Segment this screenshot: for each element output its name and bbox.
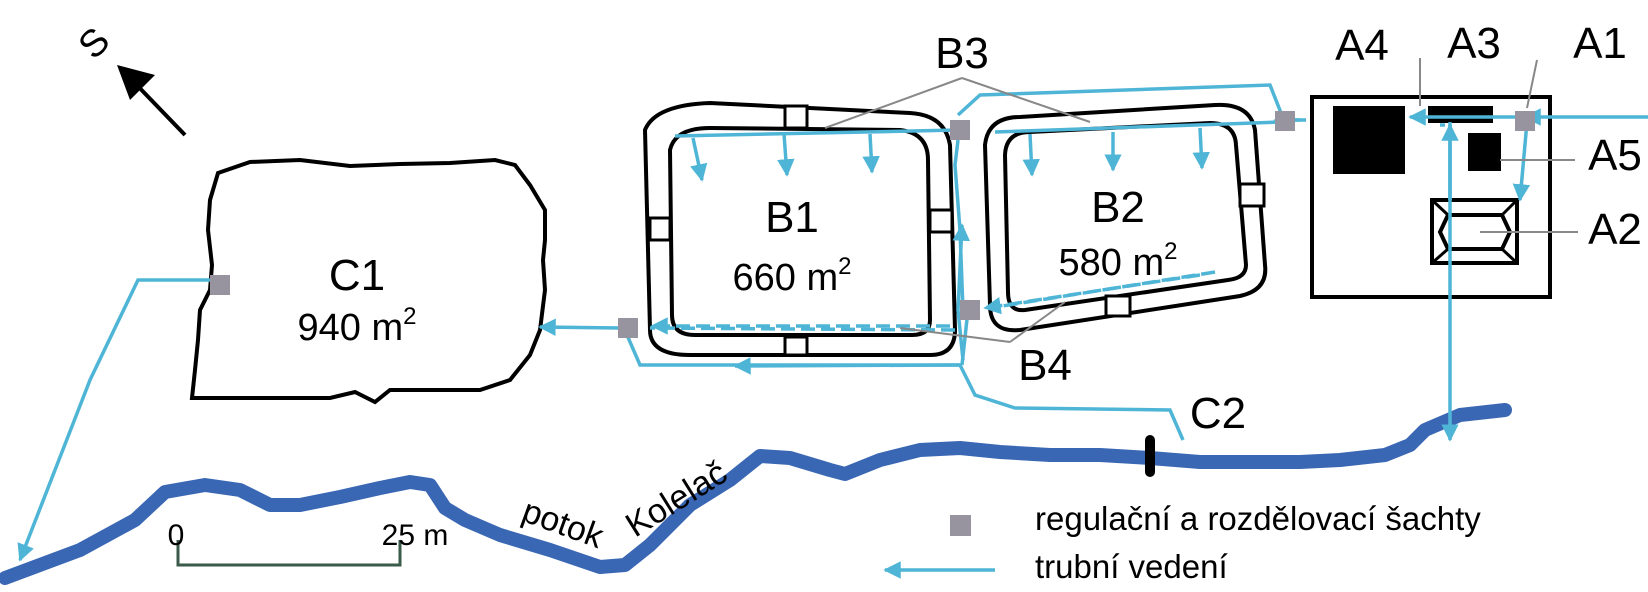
object-a5-block <box>1468 133 1501 171</box>
shaft-a1 <box>1515 111 1535 131</box>
shaft-b4-right <box>960 300 980 320</box>
object-a3-block <box>1428 106 1493 123</box>
pipe-network <box>17 83 1648 562</box>
label-a3: A3 <box>1447 19 1501 68</box>
object-a4-block <box>1333 106 1405 174</box>
shaft-c1 <box>210 275 230 295</box>
pond-c1 <box>189 157 548 405</box>
scale-start-label: 0 <box>168 519 185 552</box>
leader-lines <box>824 58 1578 343</box>
area-c1: 940 m2 <box>298 303 417 349</box>
label-a4: A4 <box>1335 21 1389 70</box>
label-a2: A2 <box>1588 205 1642 254</box>
area-b1: 660 m2 <box>733 253 852 299</box>
stream-label-kolelac: Kolelač <box>619 453 734 544</box>
stream-kolelac <box>0 403 1512 585</box>
label-a5: A5 <box>1588 131 1642 180</box>
shaft-b4-left <box>618 318 638 338</box>
area-b2: 580 m2 <box>1059 238 1178 284</box>
scale-end-label: 25 m <box>382 519 449 552</box>
shafts <box>210 111 1535 338</box>
legend: regulační a rozdělovací šachty trubní ve… <box>883 500 1481 585</box>
bed-b2 <box>982 102 1268 333</box>
north-arrow-icon: S <box>71 20 187 137</box>
bed-b1 <box>642 100 958 357</box>
label-b4: B4 <box>1018 341 1072 390</box>
shaft-b3-left <box>950 120 970 140</box>
north-arrow-label: S <box>71 20 119 68</box>
legend-shaft-label: regulační a rozdělovací šachty <box>1035 500 1481 537</box>
pretreatment-compound <box>1310 95 1552 299</box>
label-c1: C1 <box>329 251 385 300</box>
square-shaft-icon <box>950 515 971 536</box>
scale-bar: 0 25 m <box>168 519 449 567</box>
label-b1: B1 <box>765 193 819 242</box>
label-b3: B3 <box>935 29 989 78</box>
label-b2: B2 <box>1091 183 1145 232</box>
shaft-b3-right <box>1275 111 1295 131</box>
legend-pipe-label: trubní vedení <box>1035 548 1228 585</box>
label-a1: A1 <box>1573 19 1627 68</box>
label-c2: C2 <box>1190 389 1246 438</box>
